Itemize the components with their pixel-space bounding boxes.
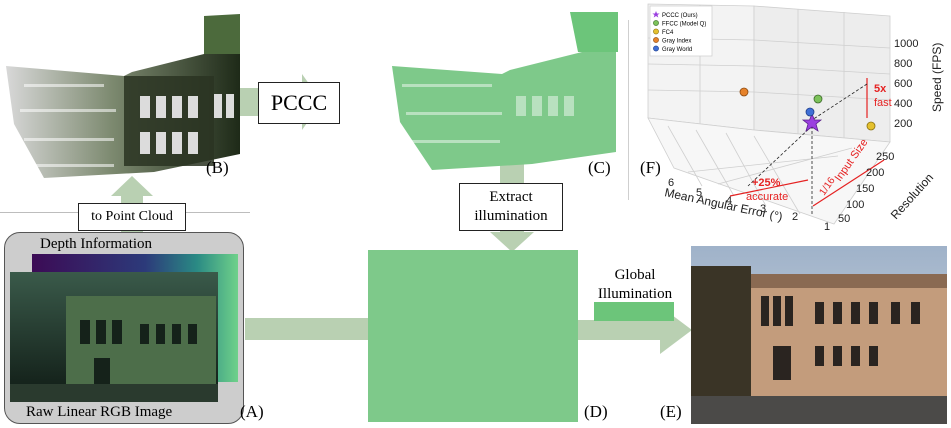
accuracy-word-label: accurate: [746, 191, 788, 203]
x-tick-2: 2: [792, 211, 798, 223]
y-axis-label: Resolution: [888, 171, 936, 223]
z-tick-800: 800: [894, 58, 912, 70]
legend-label-gray-world: Gray World: [662, 47, 692, 53]
z-tick-200: 200: [894, 118, 912, 130]
legend-marker-gray-index: [653, 37, 659, 43]
raw-rgb-image: [10, 272, 218, 402]
legend-label-pccc: PCCC (Ours): [662, 13, 698, 19]
raw-image-title: Raw Linear RGB Image: [26, 404, 173, 420]
panel-label-b: (B): [206, 158, 229, 177]
panel-label-d: (D): [584, 402, 608, 421]
x-tick-5: 5: [696, 187, 702, 199]
panel-label-a: (A): [240, 402, 264, 421]
y-tick-150: 150: [856, 183, 874, 195]
chart-legend: [649, 5, 713, 57]
legend-marker-pccc: [652, 11, 660, 18]
legend-label-fc4: FC4: [662, 30, 674, 36]
accuracy-pct-label: +25%: [752, 177, 781, 189]
depth-information-title: Depth Information: [40, 236, 153, 252]
global-illumination-swatch: [594, 302, 674, 321]
speed-word-label: fast: [874, 97, 892, 109]
z-tick-1000: 1000: [894, 38, 918, 50]
accuracy-bracket: [729, 179, 809, 197]
separator-line-divider: [628, 20, 629, 200]
marker-gray-world: [805, 107, 815, 117]
y-tick-250: 250: [876, 151, 894, 163]
x-tick-6: 6: [668, 177, 674, 189]
z-axis-label: Speed (FPS): [930, 43, 944, 112]
corrected-image: [691, 246, 947, 424]
z-tick-400: 400: [894, 98, 912, 110]
extract-illumination-label: Extract illumination: [459, 183, 563, 231]
input-size-bracket: [812, 159, 885, 207]
y-tick-200: 200: [866, 167, 884, 179]
x-tick-1: 1: [824, 221, 830, 233]
marker-gray-index: [739, 87, 749, 97]
global-illumination-title: Global Illumination: [597, 267, 673, 302]
marker-ffcc: [813, 94, 823, 104]
illumination-point-cloud: [392, 12, 618, 170]
legend-marker-gray-world: [653, 45, 659, 52]
legend-label-ffcc: FFCC (Model Q): [662, 22, 706, 28]
marker-fc4: [866, 121, 876, 131]
to-point-cloud-label: to Point Cloud: [78, 203, 186, 231]
legend-marker-ffcc: [653, 20, 659, 26]
x-tick-3: 3: [760, 203, 766, 215]
z-tick-600: 600: [894, 78, 912, 90]
illumination-map: [368, 250, 578, 422]
point-cloud-building: [6, 14, 240, 178]
x-tick-4: 4: [726, 195, 732, 207]
y-tick-100: 100: [846, 199, 864, 211]
y-tick-50: 50: [838, 213, 850, 225]
arrow-a-to-d: [245, 318, 368, 340]
marker-pccc: [801, 112, 823, 132]
pccc-label: PCCC: [258, 82, 340, 124]
comparison-chart-3d: 5x fast +25% accurate 1/16 Input Size PC…: [647, 3, 944, 233]
panel-label-f: (F): [640, 158, 661, 177]
panel-label-e: (E): [660, 402, 682, 421]
panel-label-c: (C): [588, 158, 611, 177]
speed-factor-label: 5x: [874, 83, 887, 95]
legend-marker-fc4: [653, 28, 659, 35]
legend-label-gray-index: Gray Index: [662, 39, 691, 45]
